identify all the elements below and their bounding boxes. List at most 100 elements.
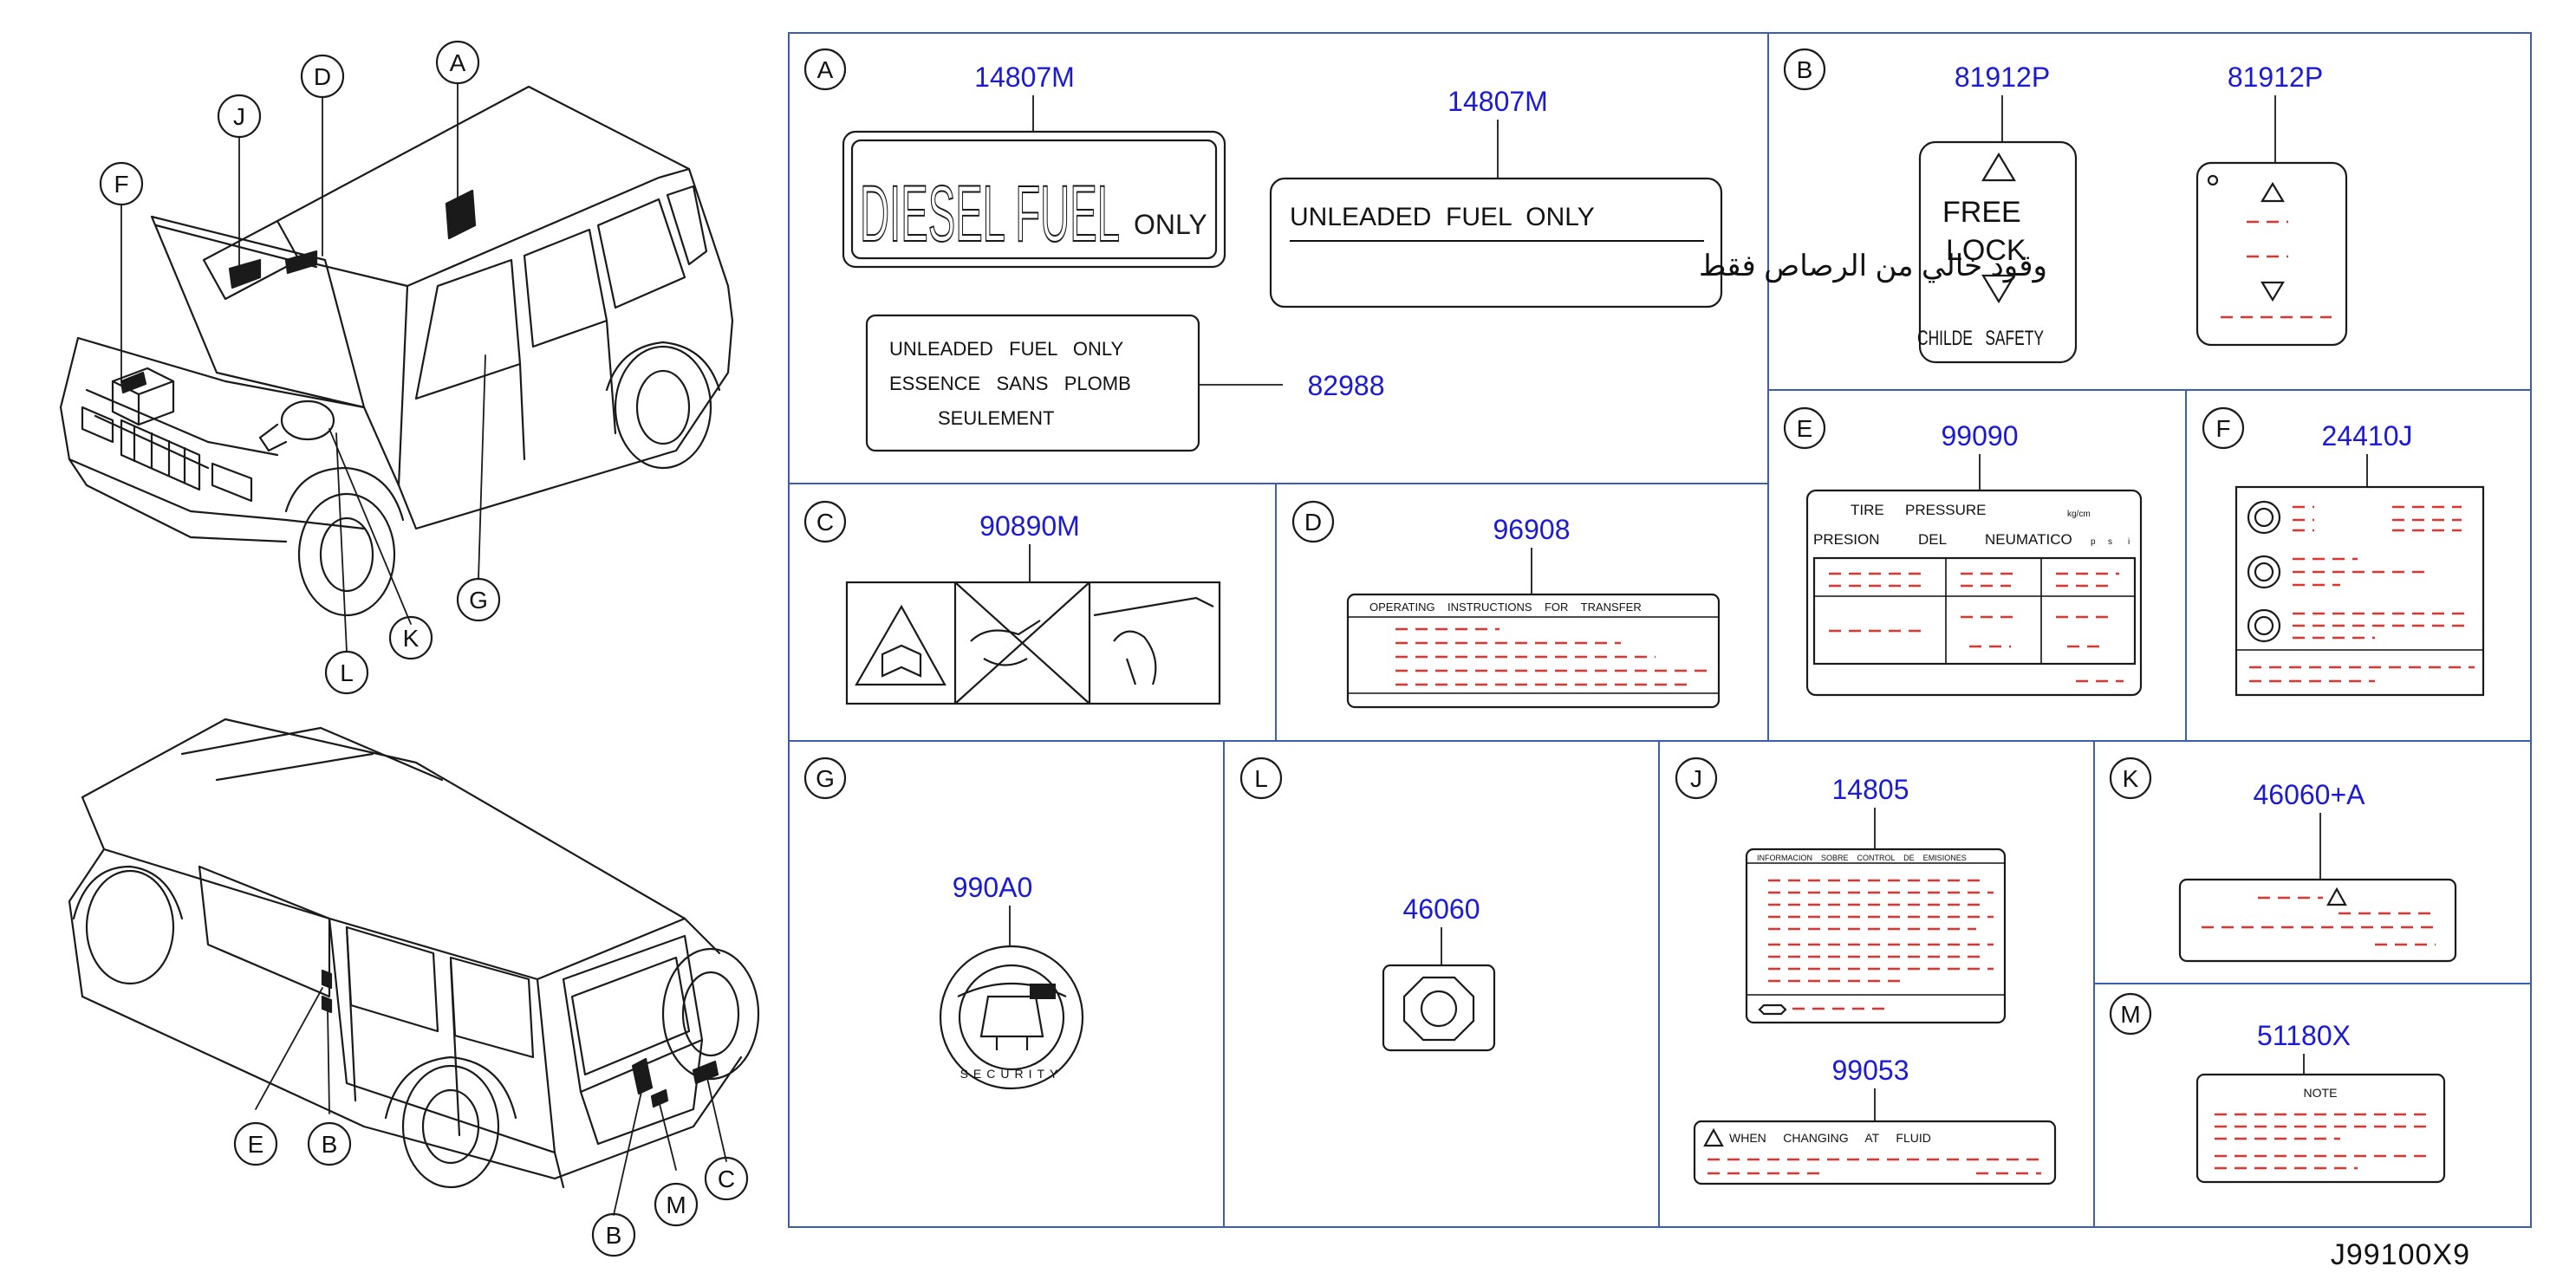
callout-K: K [388, 615, 433, 660]
callout-B-side: B [307, 1121, 352, 1166]
svg-text:SECURITY: SECURITY [960, 1067, 1064, 1081]
part-number-99053: 99053 [1832, 1055, 1909, 1086]
svg-text:وقود خالي من الرصاص فقط: وقود خالي من الرصاص فقط [1699, 250, 2047, 283]
svg-text:F: F [2215, 415, 2230, 442]
svg-text:WHEN CHANGING AT F: WHEN CHANGING AT FLUID [1729, 1131, 1931, 1145]
front-vehicle-drawing [59, 85, 734, 617]
part-number-14807M-a: 14807M [974, 62, 1075, 93]
svg-text:K: K [403, 625, 420, 652]
part-number-99090: 99090 [1942, 420, 2019, 451]
callout-L: L [324, 650, 369, 695]
svg-text:s: s [2108, 537, 2112, 547]
svg-text:PRESSURE: PRESSURE [1905, 502, 1987, 518]
label-emission-info: INFORMACION SOBRE CONTROL DE EMISIONES [1745, 848, 2007, 1024]
svg-text:M: M [666, 1192, 686, 1218]
part-number-81912P-a: 81912P [1955, 62, 2050, 93]
label-security-emblem: SECURITY [939, 945, 1084, 1090]
svg-text:SEULEMENT: SEULEMENT [938, 407, 1054, 429]
section-letter-A: A [803, 48, 847, 91]
part-number-14805: 14805 [1832, 774, 1909, 805]
part-number-82988: 82988 [1308, 370, 1385, 401]
svg-text:PRESION: PRESION [1813, 531, 1880, 548]
rear-vehicle-drawing [68, 718, 760, 1189]
svg-text:J: J [1690, 765, 1702, 792]
label-diesel-fuel: DIESEL FUEL ONLY [842, 130, 1226, 269]
svg-text:UNLEADED FUEL ONLY: UNLEADED FUEL ONLY [889, 338, 1124, 360]
svg-text:UNLEADED FUEL ONLY: UNLEADED FUEL ONLY [1290, 203, 1595, 231]
part-number-51180X: 51180X [2257, 1020, 2351, 1051]
svg-text:LOCK: LOCK [1946, 234, 2026, 267]
document-id: J99100X9 [2330, 1238, 2470, 1271]
part-number-24410J: 24410J [2322, 420, 2413, 451]
label-transfer-instructions: OPERATING INSTRUCTIONS FOR TRANSFER [1346, 593, 1721, 709]
callout-J: J [217, 94, 262, 139]
svg-text:C: C [718, 1166, 735, 1192]
callout-A: A [435, 40, 480, 85]
section-letter-K: K [2109, 757, 2152, 800]
section-letter-J: J [1675, 757, 1718, 800]
svg-text:A: A [817, 56, 834, 83]
section-letter-L: L [1239, 757, 1283, 800]
svg-text:D: D [314, 63, 331, 90]
label-unleaded-arabic: UNLEADED FUEL ONLY وقود خالي من الرصاص ف… [1269, 177, 2047, 309]
label-caution-strip [2178, 878, 2457, 963]
label-child-lock-small [2195, 161, 2348, 347]
svg-text:DIESEL FUEL: DIESEL FUEL [860, 170, 1120, 258]
part-number-990A0: 990A0 [953, 872, 1033, 903]
svg-text:L: L [1254, 765, 1268, 792]
svg-text:TIRE: TIRE [1851, 502, 1884, 518]
label-tire-pressure: TIRE PRESSURE kg/cm PRESION DEL NEUMATIC… [1805, 489, 2143, 697]
part-number-96908: 96908 [1493, 514, 1571, 545]
section-letter-G: G [803, 757, 847, 800]
part-number-81912P-b: 81912P [2228, 62, 2323, 93]
callout-B-rear: B [591, 1212, 636, 1257]
svg-text:ONLY: ONLY [1134, 209, 1207, 240]
callout-G: G [456, 577, 501, 622]
svg-text:NEUMATICO: NEUMATICO [1985, 531, 2072, 548]
part-number-46060A: 46060+A [2253, 779, 2365, 810]
svg-text:F: F [114, 171, 128, 198]
vehicle-illustrations: A D J F G K L E B B M C [59, 40, 760, 1257]
callout-F: F [99, 161, 144, 206]
svg-text:D: D [1304, 509, 1322, 536]
section-letter-E: E [1783, 406, 1826, 450]
label-brake-warning-icon [1382, 964, 1496, 1052]
svg-text:OPERATING INSTRUCTIONS F: OPERATING INSTRUCTIONS FOR TRANSFER [1369, 601, 1642, 614]
section-letter-C: C [803, 500, 847, 543]
svg-text:FREE: FREE [1942, 196, 2021, 229]
callout-E: E [233, 1121, 278, 1166]
svg-text:kg/cm: kg/cm [2067, 510, 2091, 519]
svg-text:L: L [340, 659, 354, 686]
part-number-14807M-b: 14807M [1447, 86, 1548, 117]
svg-text:p: p [2091, 537, 2096, 547]
svg-text:G: G [816, 765, 835, 792]
svg-text:M: M [2120, 1001, 2140, 1028]
section-letter-M: M [2109, 992, 2152, 1036]
callout-M: M [654, 1182, 699, 1227]
svg-text:A: A [450, 49, 466, 76]
svg-text:CHILDE SAFETY: CHILDE SAFETY [1917, 327, 2044, 350]
svg-text:E: E [1797, 415, 1813, 442]
part-number-46060: 46060 [1403, 893, 1480, 925]
label-note: NOTE [2195, 1073, 2446, 1184]
callout-D: D [300, 54, 345, 99]
svg-text:ESSENCE SANS PLOMB: ESSENCE SANS PLOMB [889, 373, 1131, 394]
svg-text:E: E [248, 1131, 264, 1158]
svg-text:B: B [322, 1131, 338, 1158]
label-free-lock: FREE LOCK CHILDE SAFETY [1917, 140, 2078, 364]
svg-text:G: G [469, 587, 488, 614]
label-fluid-warning: WHEN CHANGING AT FLUID [1693, 1120, 2057, 1185]
label-unleaded-essence: UNLEADED FUEL ONLY ESSENCE SANS PLOMB SE… [865, 314, 1200, 452]
callout-C: C [704, 1156, 749, 1201]
svg-text:INFORMACION SOBRE CONTRO: INFORMACION SOBRE CONTROL DE EMISIONES [1757, 854, 1967, 862]
section-letter-F: F [2202, 406, 2245, 450]
svg-text:i: i [2128, 537, 2130, 547]
part-number-90890M: 90890M [979, 510, 1080, 542]
svg-text:C: C [816, 509, 834, 536]
svg-text:DEL: DEL [1918, 531, 1947, 548]
section-letter-B: B [1783, 48, 1826, 91]
label-brake-icons [2234, 485, 2485, 697]
svg-text:J: J [233, 103, 245, 130]
svg-text:K: K [2123, 765, 2139, 792]
